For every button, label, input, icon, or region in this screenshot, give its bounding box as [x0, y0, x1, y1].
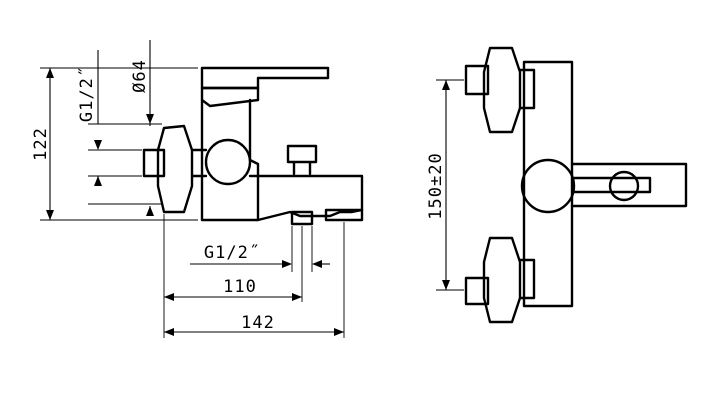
side-view: [142, 66, 364, 226]
front-view: [464, 46, 688, 324]
diverter-knob: [286, 144, 318, 176]
dim-center-distance-label: 150±20: [426, 152, 446, 219]
bottom-inlet: [464, 258, 536, 306]
shower-outlet: [290, 210, 314, 226]
lever-handle: [200, 66, 330, 90]
dim-thread-bottom-label: G1/2˝: [204, 243, 260, 263]
inlet-pipe: [142, 148, 208, 178]
spout: [248, 174, 364, 222]
front-view-dimensions: 150±20: [426, 79, 464, 291]
mixer-body: [200, 98, 260, 222]
dim-thread-left-label: G1/2˝: [77, 66, 97, 122]
side-view-dimensions: 122 G1/2˝ Ø64 G1/2˝ 110 142: [31, 40, 345, 338]
dim-142-label: 142: [241, 313, 275, 333]
front-lever-sphere: [520, 158, 576, 214]
dim-122-label: 122: [31, 127, 51, 161]
body-sphere: [204, 138, 252, 186]
cartridge-cap: [200, 86, 260, 108]
dim-diameter-label: Ø64: [130, 59, 150, 93]
front-lever-hub: [608, 170, 640, 202]
dim-110-label: 110: [223, 277, 257, 297]
front-spout: [570, 162, 688, 208]
top-eccentric: [482, 46, 522, 134]
wall-connector: [156, 124, 194, 214]
aerator: [324, 208, 364, 222]
front-body: [522, 60, 574, 308]
bottom-eccentric: [482, 236, 522, 324]
top-inlet: [464, 64, 536, 110]
